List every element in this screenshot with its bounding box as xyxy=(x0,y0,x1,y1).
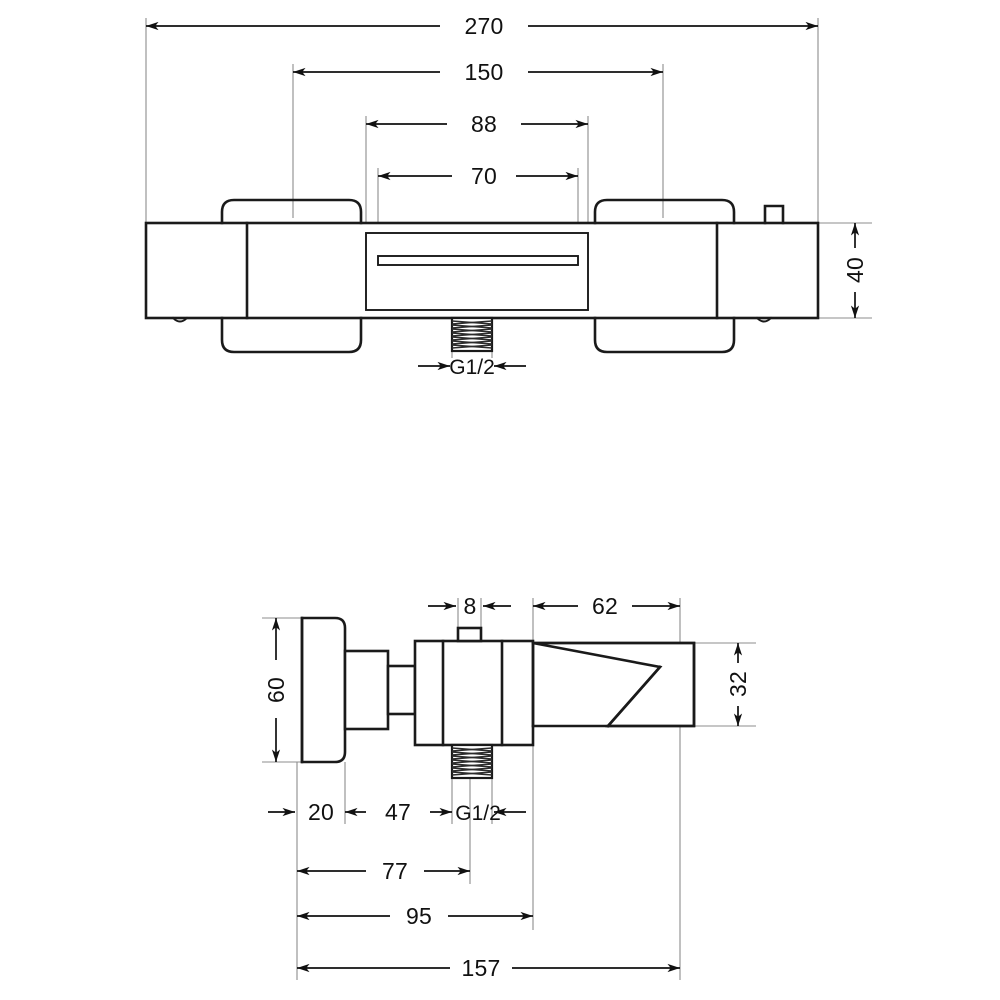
front-view-group: 270 150 88 70 40 G1/ xyxy=(144,13,872,379)
dimension-label-88: 88 xyxy=(471,111,497,137)
dimension-inlet-thread: G1/2 xyxy=(418,356,526,379)
dimension-label-150: 150 xyxy=(465,59,504,85)
dimension-spout-outer: 88 xyxy=(366,111,588,137)
dimension-spout-projection: 62 xyxy=(533,593,680,619)
body-feet xyxy=(171,316,773,323)
left-handle xyxy=(220,198,363,354)
dimension-overall-projection: 157 xyxy=(297,955,680,981)
dimension-to-thread-near: 77 xyxy=(297,858,470,884)
dimension-body-offset: 47 xyxy=(345,799,452,825)
dimension-handle-centers: 150 xyxy=(293,59,663,85)
dimension-label-62: 62 xyxy=(592,593,618,619)
spout-block xyxy=(365,232,589,311)
dimension-overall-width: 270 xyxy=(146,13,818,39)
mixer-body-outline xyxy=(144,221,820,320)
dimension-label-8: 8 xyxy=(464,593,477,619)
dimension-lever-width: 8 xyxy=(428,593,511,619)
dimension-label-47: 47 xyxy=(385,799,411,825)
side-view-group: 8 62 60 32 20 47 xyxy=(262,593,756,981)
dimension-label-77: 77 xyxy=(382,858,408,884)
dimension-spout-inner: 70 xyxy=(378,163,578,189)
dimension-knob-depth: 20 xyxy=(268,799,334,825)
dimension-label-g12-front: G1/2 xyxy=(449,356,495,379)
spout-arm-side xyxy=(531,641,696,728)
outlet-thread-nipple xyxy=(450,743,494,780)
knob-neck xyxy=(386,664,417,716)
dimension-body-height: 40 xyxy=(842,223,868,318)
valve-body-side xyxy=(413,639,535,747)
dimension-spout-height: 32 xyxy=(725,643,751,726)
dimension-label-270: 270 xyxy=(465,13,504,39)
knob-stem xyxy=(343,649,390,731)
control-knob xyxy=(300,616,347,764)
dimension-label-32: 32 xyxy=(725,671,751,697)
dimension-label-40: 40 xyxy=(842,257,868,283)
dimension-label-g12-side: G1/2 xyxy=(455,802,501,825)
dimension-knob-diameter: 60 xyxy=(263,618,289,762)
dimension-label-60: 60 xyxy=(263,677,289,703)
diverter-button xyxy=(763,204,785,225)
right-handle xyxy=(593,198,736,354)
inlet-thread-nipple xyxy=(450,316,494,353)
lever-nub xyxy=(456,626,483,643)
dimension-outlet-thread: G1/2 xyxy=(455,802,526,825)
dimension-label-157: 157 xyxy=(462,955,501,981)
dimension-label-70: 70 xyxy=(471,163,497,189)
dimension-to-body-back: 95 xyxy=(297,903,533,929)
dimension-label-95: 95 xyxy=(406,903,432,929)
dimension-label-20: 20 xyxy=(308,799,334,825)
